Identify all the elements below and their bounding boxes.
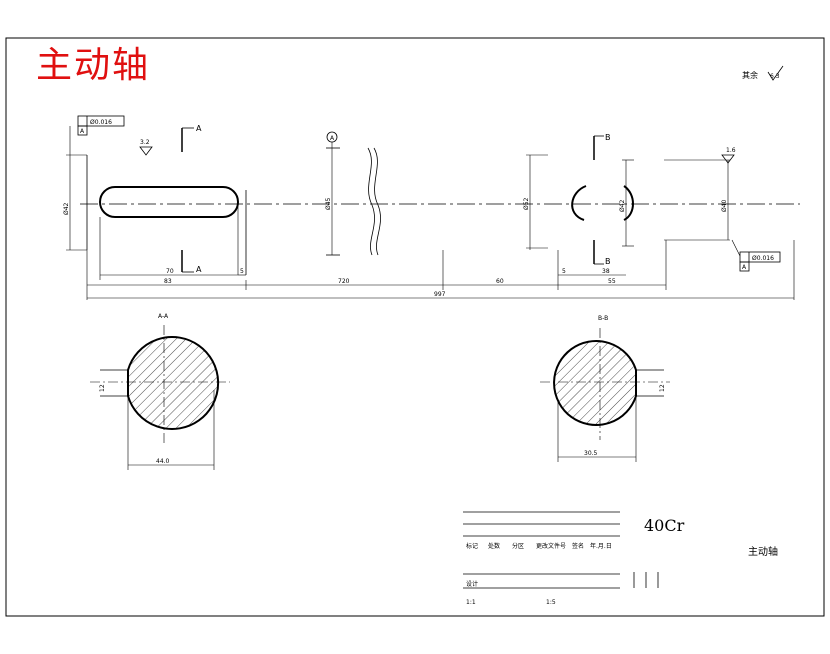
svg-text:标记: 标记 [466,542,478,550]
dim-aa-width: 44.0 [156,458,170,465]
svg-text:设计: 设计 [466,580,478,588]
break-line-2 [373,147,381,256]
dim-bb-width: 30.5 [584,450,598,457]
groove-arc [571,185,587,221]
section-bb [540,328,670,462]
section-mark-a-top: A [196,124,202,133]
svg-text:处数: 处数 [488,542,500,550]
dimension-row-1 [99,217,626,280]
tolerance-right [739,251,781,263]
section-bb-label: B-B [598,315,608,322]
scale-2: 1:5 [546,599,556,606]
scale-1: 1:1 [466,599,476,606]
svg-text:年.月.日: 年.月.日 [590,542,612,550]
part-name-label: 主动轴 [748,545,778,558]
roughness-symbol [767,65,784,81]
dim-len-d: 38 [602,268,610,275]
break-line-1 [367,147,375,256]
dim-len-c: 60 [496,278,504,285]
section-mark-a-bottom: A [196,265,202,274]
dim-d-mid: Ø45 [325,197,332,210]
dim-aa-key: 12 [99,384,106,392]
svg-text:更改文件号: 更改文件号 [536,542,566,550]
dim-overall: 997 [434,291,446,298]
dim-d-groove: Ø42 [619,199,626,212]
tolerance-left [77,115,125,127]
svg-text:A: A [330,135,335,142]
dim-key-len: 70 [166,268,174,275]
svg-text:1.6: 1.6 [726,147,736,154]
dim-bb-key: 12 [659,384,666,392]
dim-len-a: 83 [164,278,172,285]
keyway-a [99,186,239,218]
title-block [463,511,659,589]
drawing-frame [5,37,825,617]
dim-d-left: Ø42 [63,202,70,215]
section-mark-b-bottom: B [605,257,611,266]
dim-len-e: 55 [608,278,616,285]
tolerance-left-text: Ø0.016 [90,119,112,126]
dim-d-step: Ø52 [523,197,530,210]
roughness-note: 其余 [742,70,758,80]
section-mark-b-top: B [605,133,611,142]
dim-gap-small: 5 [240,268,244,275]
svg-text:分区: 分区 [512,542,524,550]
dim-len-b: 720 [338,278,350,285]
dim-d-right: Ø40 [721,199,728,212]
drawing-title: 主动轴 [36,45,151,86]
svg-text:签名: 签名 [572,542,584,550]
svg-text:A: A [80,128,85,135]
tolerance-right-text: Ø0.016 [752,255,774,262]
svg-text:3.2: 3.2 [140,139,150,146]
section-aa [90,325,230,470]
material-label: 40Cr [644,516,685,535]
dimension-row-2 [86,250,666,300]
section-aa-label: A-A [158,313,169,320]
dim-gap-small2: 5 [562,268,566,275]
svg-text:A: A [742,264,747,271]
roughness-other-value: 6.3 [770,73,780,80]
